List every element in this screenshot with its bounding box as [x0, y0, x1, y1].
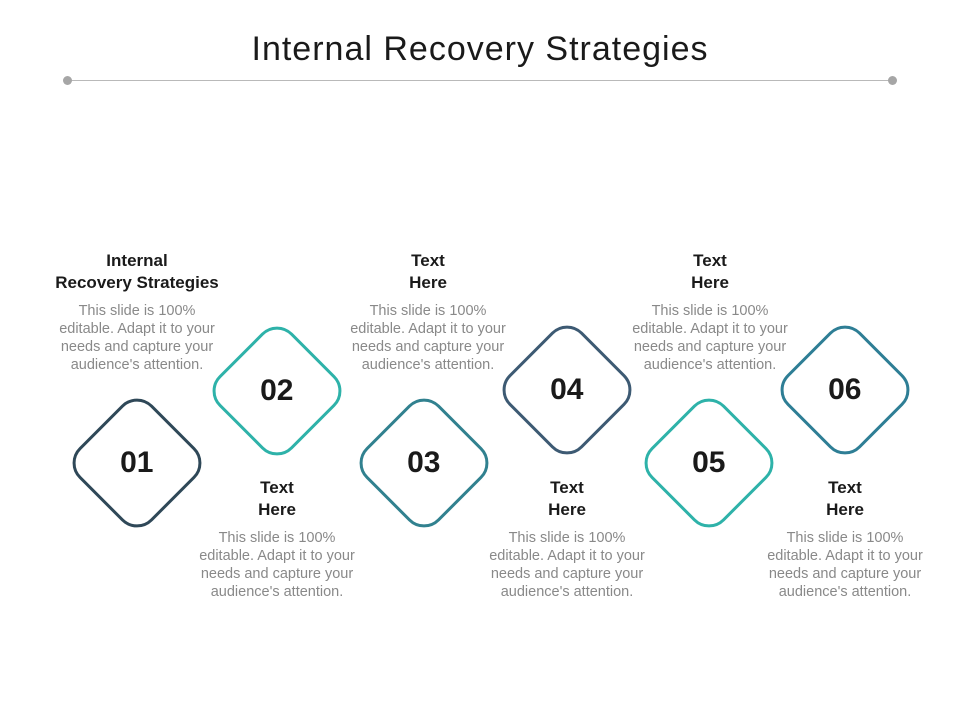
- divider-dot-left: [63, 76, 72, 85]
- diamond-05-number: 05: [692, 446, 726, 479]
- item-1-body-line-3: needs and capture your: [60, 339, 214, 355]
- diamond-04-number: 04: [550, 373, 584, 406]
- item-1-heading: Internal Recovery Strategies: [37, 250, 237, 294]
- item-3-heading-line-2: Here: [409, 273, 447, 292]
- item-4-heading: Text Here: [467, 477, 667, 521]
- diamond-01-number: 01: [120, 446, 154, 479]
- item-2-body-line-2: editable. Adapt it to your: [199, 548, 355, 564]
- item-5-heading-line-1: Text: [693, 251, 727, 270]
- item-6-body-line-2: editable. Adapt it to your: [767, 548, 923, 564]
- item-6-heading: Text Here: [745, 477, 945, 521]
- item-2-body-line-4: audience's attention.: [210, 584, 344, 600]
- item-5-body-line-2: editable. Adapt it to your: [632, 321, 788, 337]
- item-5-body-line-1: This slide is 100%: [651, 303, 769, 319]
- item-6-body-line-3: needs and capture your: [768, 566, 922, 582]
- item-6-body: This slide is 100% editable. Adapt it to…: [745, 529, 945, 601]
- item-5-heading: Text Here: [610, 250, 810, 294]
- item-1-heading-line-2: Recovery Strategies: [55, 273, 219, 292]
- diamond-06-number: 06: [828, 373, 862, 406]
- item-3-body-line-1: This slide is 100%: [369, 303, 487, 319]
- item-1-body-line-1: This slide is 100%: [78, 303, 196, 319]
- item-2-heading-line-1: Text: [260, 478, 294, 497]
- item-3-body-line-4: audience's attention.: [361, 357, 495, 373]
- item-5-body: This slide is 100% editable. Adapt it to…: [610, 302, 810, 374]
- item-1-body: This slide is 100% editable. Adapt it to…: [37, 302, 237, 374]
- item-4-body-line-2: editable. Adapt it to your: [489, 548, 645, 564]
- title-divider-line: [68, 80, 893, 81]
- diamond-02-number: 02: [260, 374, 294, 407]
- item-6-heading-line-2: Here: [826, 500, 864, 519]
- item-6-text-block: Text Here This slide is 100% editable. A…: [745, 477, 945, 601]
- item-2-body-line-1: This slide is 100%: [218, 530, 336, 546]
- item-2-text-block: Text Here This slide is 100% editable. A…: [177, 477, 377, 601]
- item-3-body-line-2: editable. Adapt it to your: [350, 321, 506, 337]
- item-1-body-line-2: editable. Adapt it to your: [59, 321, 215, 337]
- item-5-body-line-3: needs and capture your: [633, 339, 787, 355]
- item-3-heading-line-1: Text: [411, 251, 445, 270]
- item-4-heading-line-2: Here: [548, 500, 586, 519]
- item-4-heading-line-1: Text: [550, 478, 584, 497]
- item-6-body-line-1: This slide is 100%: [786, 530, 904, 546]
- item-3-body: This slide is 100% editable. Adapt it to…: [328, 302, 528, 374]
- item-2-body: This slide is 100% editable. Adapt it to…: [177, 529, 377, 601]
- item-3-heading: Text Here: [328, 250, 528, 294]
- item-2-heading-line-2: Here: [258, 500, 296, 519]
- item-4-body-line-1: This slide is 100%: [508, 530, 626, 546]
- item-4-body: This slide is 100% editable. Adapt it to…: [467, 529, 667, 601]
- item-2-body-line-3: needs and capture your: [200, 566, 354, 582]
- item-6-body-line-4: audience's attention.: [778, 584, 912, 600]
- item-3-body-line-3: needs and capture your: [351, 339, 505, 355]
- item-3-text-block: Text Here This slide is 100% editable. A…: [328, 250, 528, 374]
- item-2-heading: Text Here: [177, 477, 377, 521]
- item-5-text-block: Text Here This slide is 100% editable. A…: [610, 250, 810, 374]
- item-4-text-block: Text Here This slide is 100% editable. A…: [467, 477, 667, 601]
- item-4-body-line-4: audience's attention.: [500, 584, 634, 600]
- item-5-heading-line-2: Here: [691, 273, 729, 292]
- diamond-03-number: 03: [407, 446, 441, 479]
- item-6-heading-line-1: Text: [828, 478, 862, 497]
- slide-title: Internal Recovery Strategies: [251, 30, 709, 68]
- item-1-text-block: Internal Recovery Strategies This slide …: [37, 250, 237, 374]
- item-5-body-line-4: audience's attention.: [643, 357, 777, 373]
- item-1-body-line-4: audience's attention.: [70, 357, 204, 373]
- divider-dot-right: [888, 76, 897, 85]
- item-4-body-line-3: needs and capture your: [490, 566, 644, 582]
- item-1-heading-line-1: Internal: [106, 251, 168, 270]
